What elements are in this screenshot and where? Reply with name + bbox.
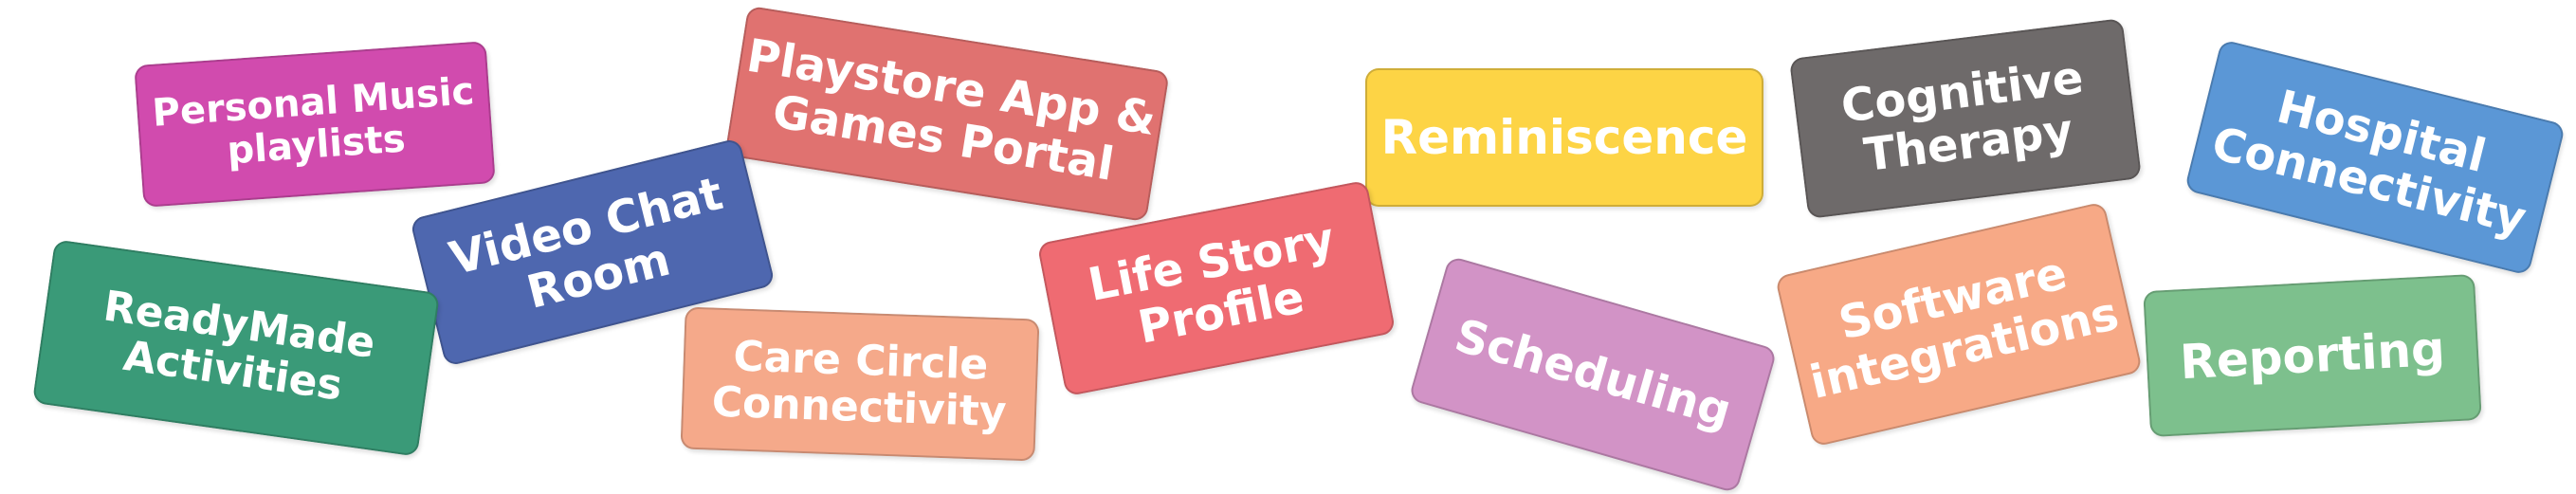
software-integrations-tag: Software integrations: [1774, 201, 2144, 448]
tag-label-line-1: Reporting: [2178, 320, 2447, 391]
reminiscence-tag: Reminiscence: [1365, 68, 1763, 207]
readymade-activities-tag: ReadyMade Activities: [31, 239, 441, 457]
tag-label-line-1: Reminiscence: [1380, 110, 1748, 165]
tag-label-line-2: Connectivity: [711, 377, 1008, 437]
scheduling-tag: Scheduling: [1408, 255, 1778, 494]
hospital-connectivity-tag: Hospital Connectivity: [2183, 39, 2567, 276]
playstore-games-portal-tag: Playstore App & Games Portal: [724, 5, 1170, 223]
personal-music-playlists-tag: Personal Music playlists: [134, 41, 496, 208]
cognitive-therapy-tag: Cognitive Therapy: [1788, 18, 2143, 219]
reporting-tag: Reporting: [2143, 273, 2482, 438]
care-circle-connectivity-tag: Care Circle Connectivity: [680, 306, 1040, 462]
tag-label-line-1: Scheduling: [1449, 308, 1738, 439]
